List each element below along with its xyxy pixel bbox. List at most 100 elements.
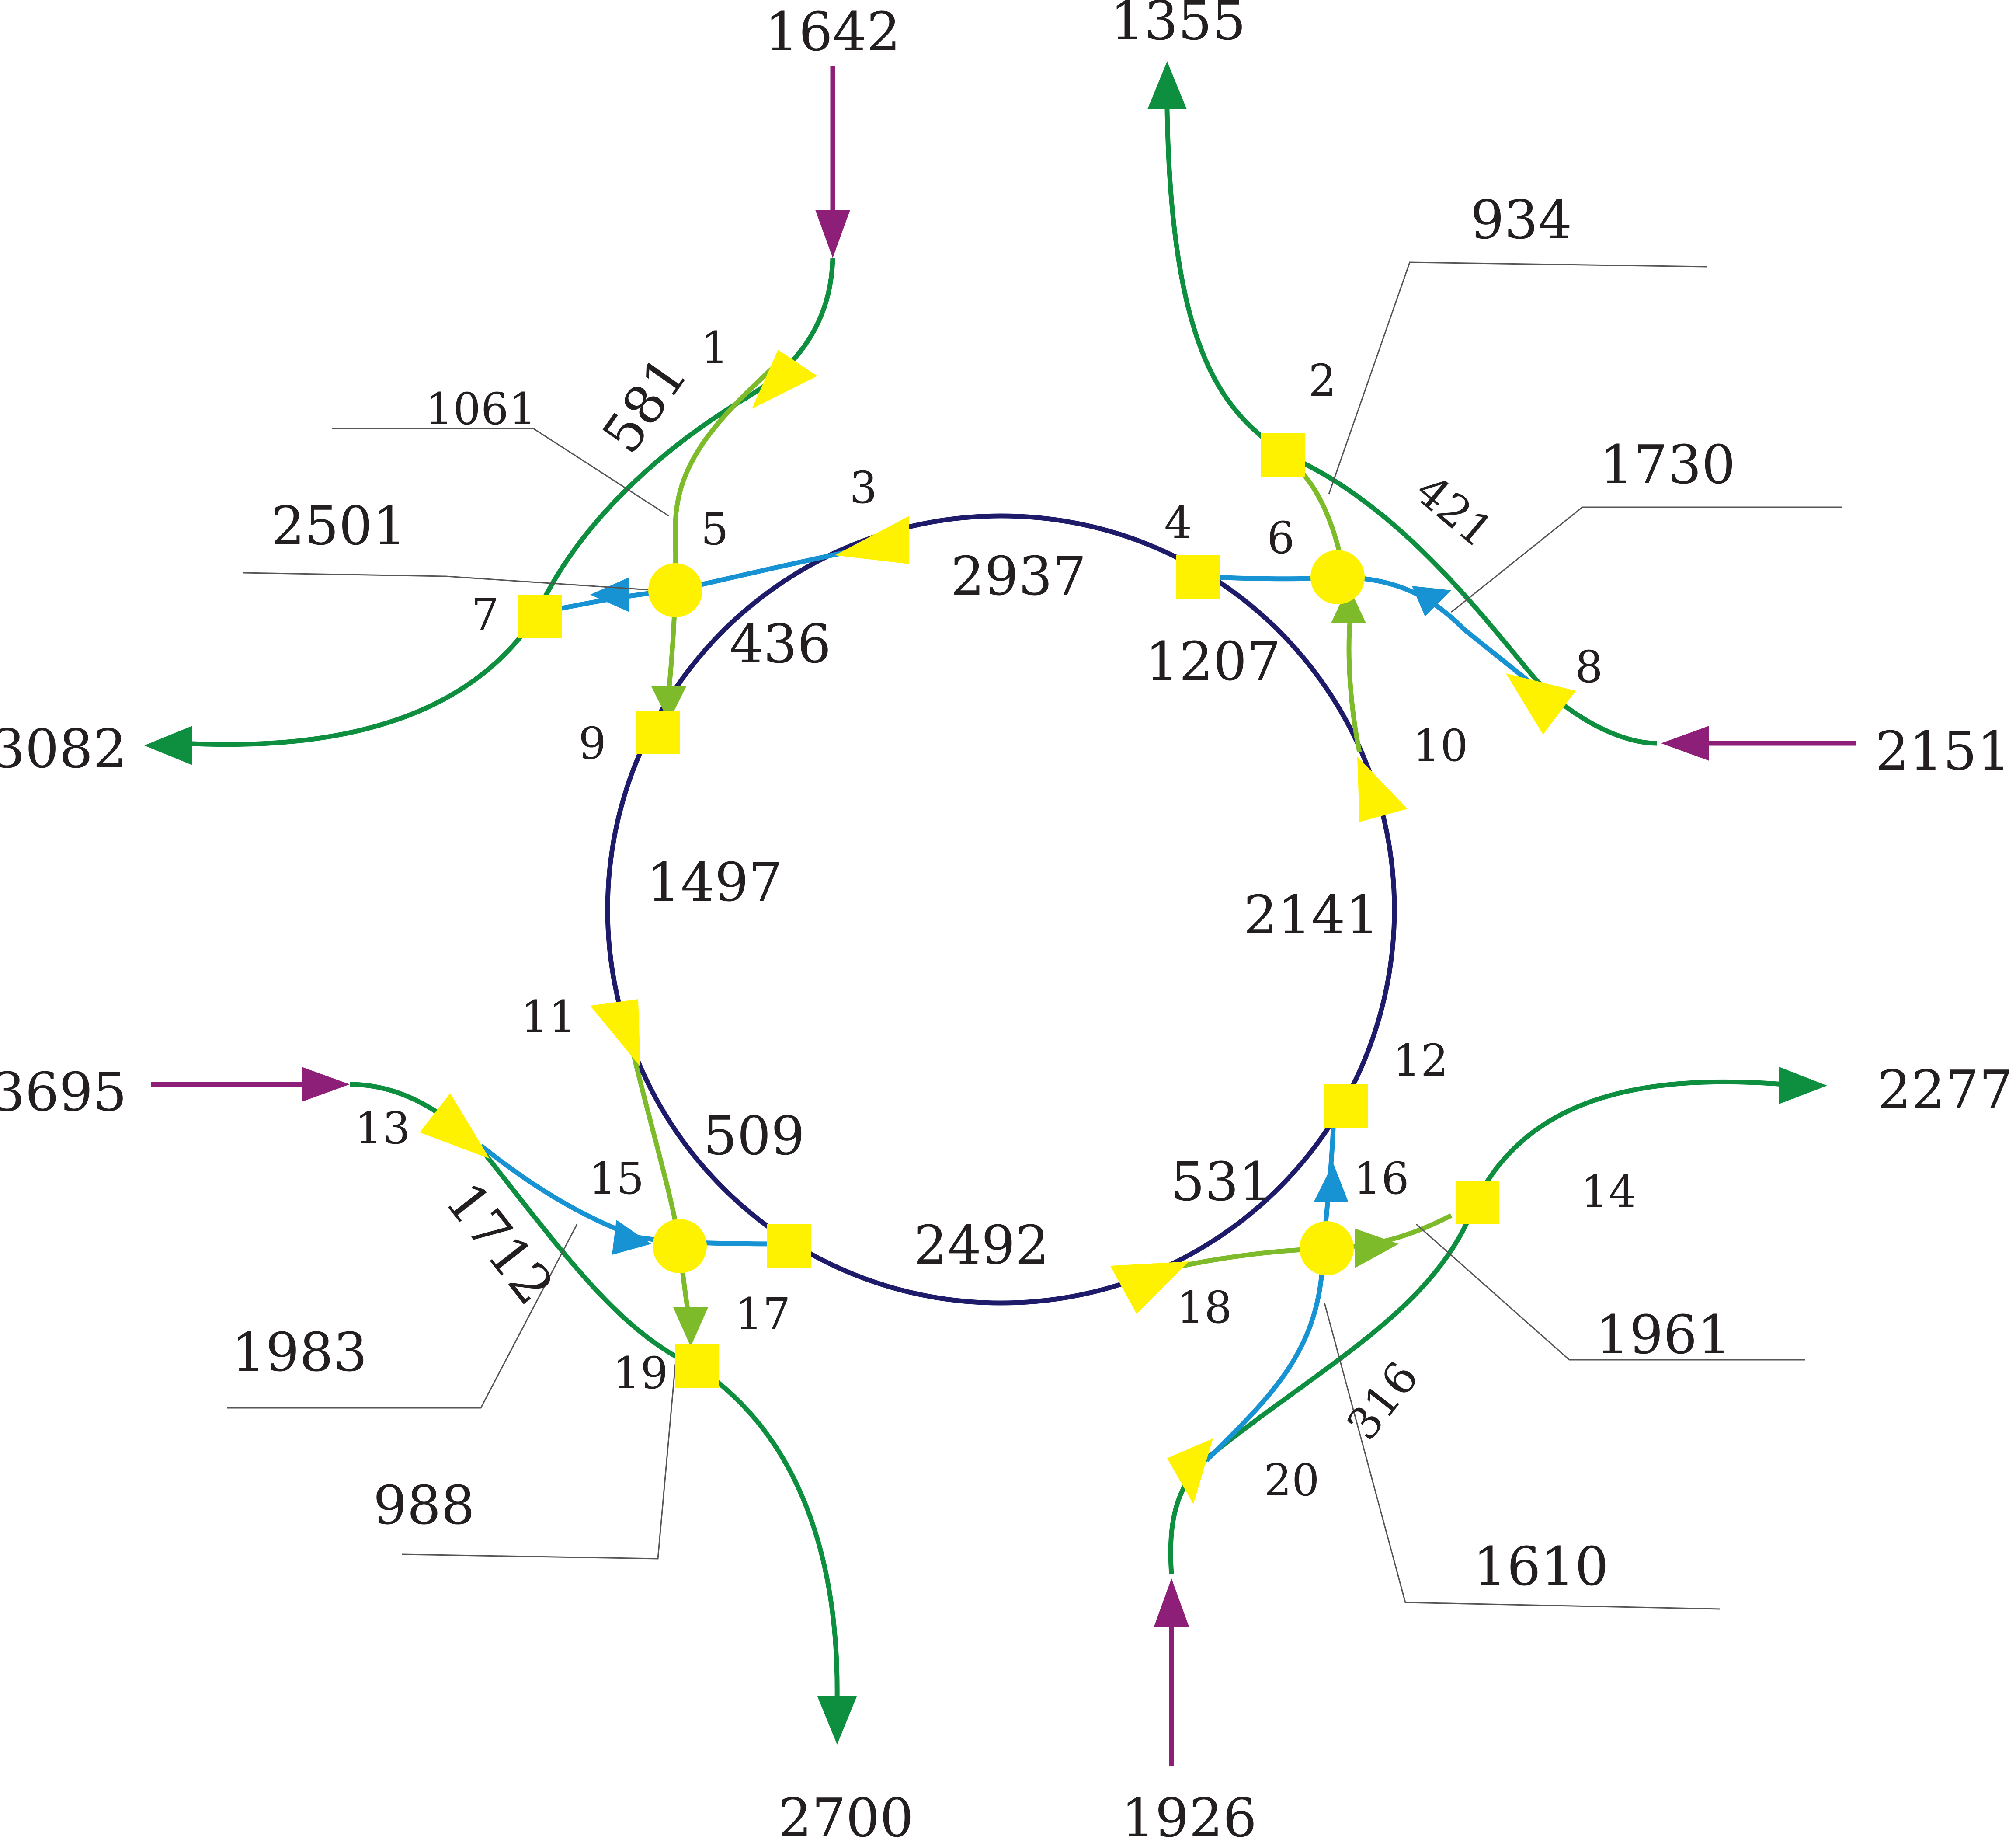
se-exit-flow-label: 1961: [1595, 1304, 1731, 1366]
leader-1961: [1416, 1223, 1805, 1361]
ne-merge-arrowhead: [1331, 586, 1366, 623]
node-8-label: 8: [1575, 641, 1603, 693]
node-6-circle: [1310, 550, 1365, 604]
node-9-label: 9: [578, 718, 606, 769]
inflow-arrows: [151, 66, 1856, 1766]
nw-merge-arrowhead: [651, 686, 686, 721]
leader-2501: [242, 572, 656, 591]
node-7-label: 7: [471, 589, 499, 640]
sw-merge-arrowhead: [673, 1307, 708, 1347]
ring-bottom-flow-label: 2492: [914, 1214, 1049, 1276]
se-inner-flow-label: 531: [1171, 1151, 1273, 1213]
inflow-south-label: 1926: [1121, 1787, 1257, 1839]
ring-top-flow-label: 2937: [951, 545, 1086, 607]
node-18-label: 18: [1176, 1282, 1232, 1333]
outflow-east-label: 2277: [1877, 1059, 2013, 1121]
nw-bypass-flow-label: 581: [591, 345, 700, 464]
node-5-circle: [648, 563, 702, 617]
nw-inner-flow-label: 436: [730, 613, 831, 675]
se-bypass-flow-label: 316: [1337, 1352, 1429, 1449]
sw-entry-flow-label: 1983: [232, 1321, 367, 1383]
node-11-yield-triangle: [590, 999, 640, 1067]
inflow-north-arrowhead: [815, 210, 850, 258]
sw-diverge-arrowhead: [612, 1220, 651, 1255]
diverge-routes: [479, 544, 1532, 1462]
node-10-label: 10: [1412, 720, 1468, 771]
ne-bypass-flow-label: 421: [1406, 464, 1502, 557]
nw-exit-flow-label: 2501: [271, 495, 407, 557]
ne-inner-flow-label: 1207: [1145, 630, 1281, 693]
se-entry-flow-label: 1610: [1473, 1536, 1609, 1598]
node-15-circle: [653, 1219, 707, 1273]
leader-934: [1328, 261, 1707, 495]
node-13-yield-triangle: [420, 1093, 490, 1159]
node-2-label: 2: [1308, 355, 1336, 406]
node-20-label: 20: [1264, 1455, 1319, 1506]
node-9-square: [636, 711, 680, 754]
sw-inner-flow-label: 509: [703, 1105, 805, 1167]
node-markers: [420, 350, 1576, 1504]
se-merge-arrowhead: [1355, 1229, 1399, 1268]
ne-bypass-route: [1164, 109, 1657, 746]
ring-left-flow-label: 1497: [647, 851, 782, 913]
node-15-label: 15: [588, 1153, 644, 1204]
node-19-label: 19: [612, 1348, 668, 1399]
ring-road: [605, 513, 1397, 1306]
node-14-label: 14: [1581, 1166, 1636, 1217]
ne-diverge-route: [1215, 575, 1532, 684]
inflow-east-arrowhead: [1661, 726, 1709, 761]
inflow-east-label: 2151: [1875, 720, 2011, 782]
ne-entry-flow-label: 1730: [1600, 434, 1735, 496]
nw-diverge-route: [541, 544, 875, 615]
ne-exit-flow-label: 934: [1470, 189, 1572, 251]
node-12-label: 12: [1393, 1035, 1448, 1086]
outflow-south-arrowhead: [817, 1696, 857, 1745]
inflow-north-label: 1642: [765, 1, 900, 63]
node-3-yield-triangle: [835, 516, 909, 564]
node-14-square: [1456, 1181, 1499, 1224]
node-17-square: [767, 1224, 811, 1268]
node-5-label: 5: [701, 504, 729, 555]
nw-diverge-arrowhead: [590, 577, 629, 612]
outflow-west-arrowhead: [144, 726, 192, 765]
node-8-yield-triangle: [1506, 673, 1576, 735]
outflow-south-label: 2700: [778, 1787, 914, 1839]
node-11-label: 11: [521, 991, 576, 1042]
node-1-label: 1: [701, 322, 729, 373]
node-13-label: 13: [355, 1103, 410, 1154]
node-12-square: [1324, 1084, 1368, 1128]
node-19-square: [675, 1344, 719, 1388]
leader-988: [402, 1364, 676, 1560]
node-6-label: 6: [1267, 512, 1295, 564]
node-4-square: [1176, 555, 1220, 599]
outflow-north-arrowhead: [1147, 61, 1187, 109]
nw-merge-route: [666, 361, 780, 691]
se-diverge-arrowhead: [1314, 1163, 1349, 1202]
node-16-circle: [1300, 1221, 1354, 1275]
node-3-label: 3: [849, 462, 877, 513]
leader-lines: [227, 261, 1842, 1610]
node-4-label: 4: [1164, 497, 1192, 548]
leader-1983: [227, 1224, 578, 1409]
node-1-yield-triangle: [752, 350, 817, 409]
outflow-east-arrowhead: [1779, 1067, 1827, 1104]
inflow-west-arrowhead: [302, 1067, 350, 1102]
node-16-label: 16: [1353, 1153, 1409, 1204]
sw-exit-flow-label: 988: [373, 1474, 475, 1536]
outflow-west-label: 3082: [0, 718, 127, 780]
node-10-yield-triangle: [1357, 756, 1408, 822]
leader-1061: [332, 428, 669, 517]
ne-diverge-arrowhead: [1412, 586, 1451, 616]
leader-1730: [1451, 506, 1842, 613]
node-labels: 1 2 3 4 5 6 7 8 9 10 11 12 13 14 15 16 1…: [355, 322, 1636, 1506]
node-20-yield-triangle: [1167, 1438, 1213, 1504]
node-2-square: [1261, 433, 1305, 477]
node-7-square: [518, 595, 562, 638]
inflow-west-label: 3695: [0, 1061, 127, 1123]
leader-1610: [1324, 1303, 1721, 1610]
ring-right-flow-label: 2141: [1244, 884, 1379, 946]
se-merge-route: [1136, 1213, 1453, 1279]
node-17-label: 17: [735, 1289, 790, 1340]
